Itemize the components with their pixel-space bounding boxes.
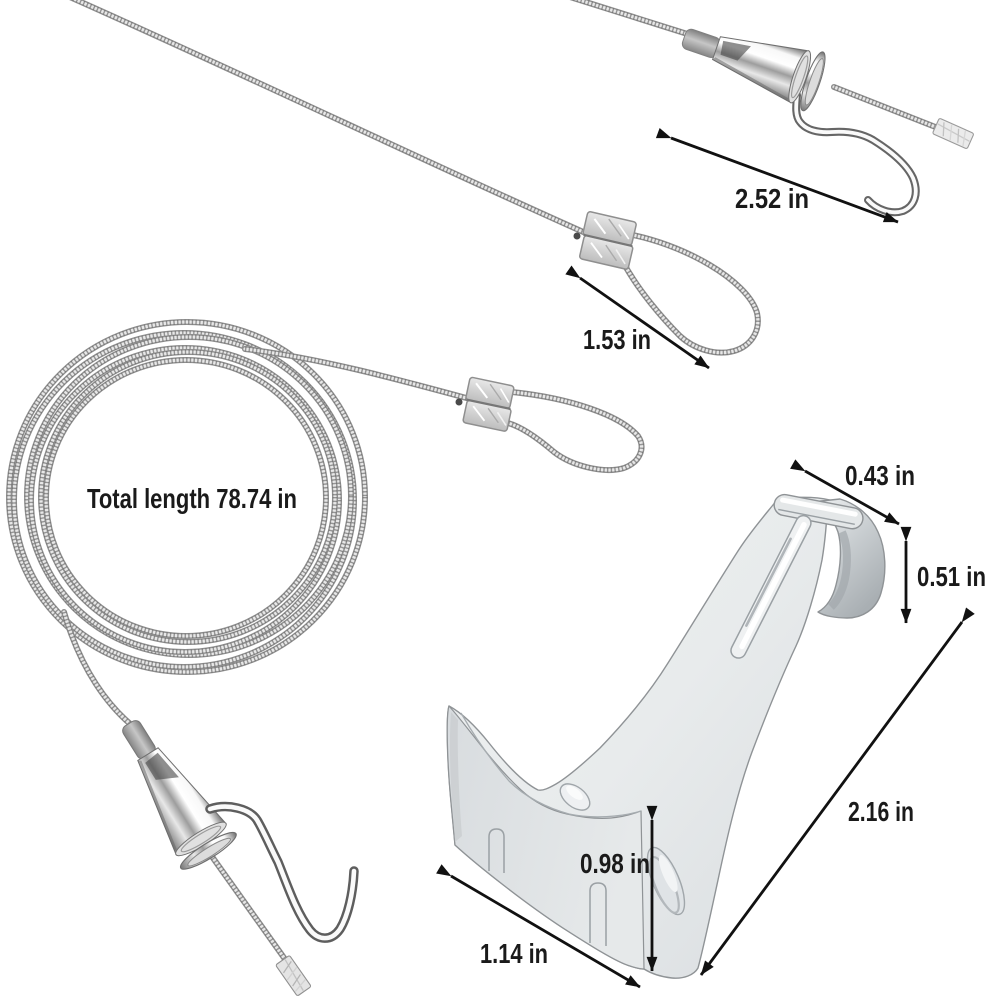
svg-text:0.98 in: 0.98 in [580,848,650,879]
svg-text:0.51 in: 0.51 in [917,561,986,592]
svg-text:2.16 in: 2.16 in [848,796,914,827]
svg-text:1.53 in: 1.53 in [583,324,651,355]
svg-text:1.14 in: 1.14 in [480,938,548,969]
svg-text:0.43 in: 0.43 in [845,460,915,491]
svg-text:2.52 in: 2.52 in [735,183,809,214]
svg-text:Total length 78.74 in: Total length 78.74 in [87,483,297,514]
